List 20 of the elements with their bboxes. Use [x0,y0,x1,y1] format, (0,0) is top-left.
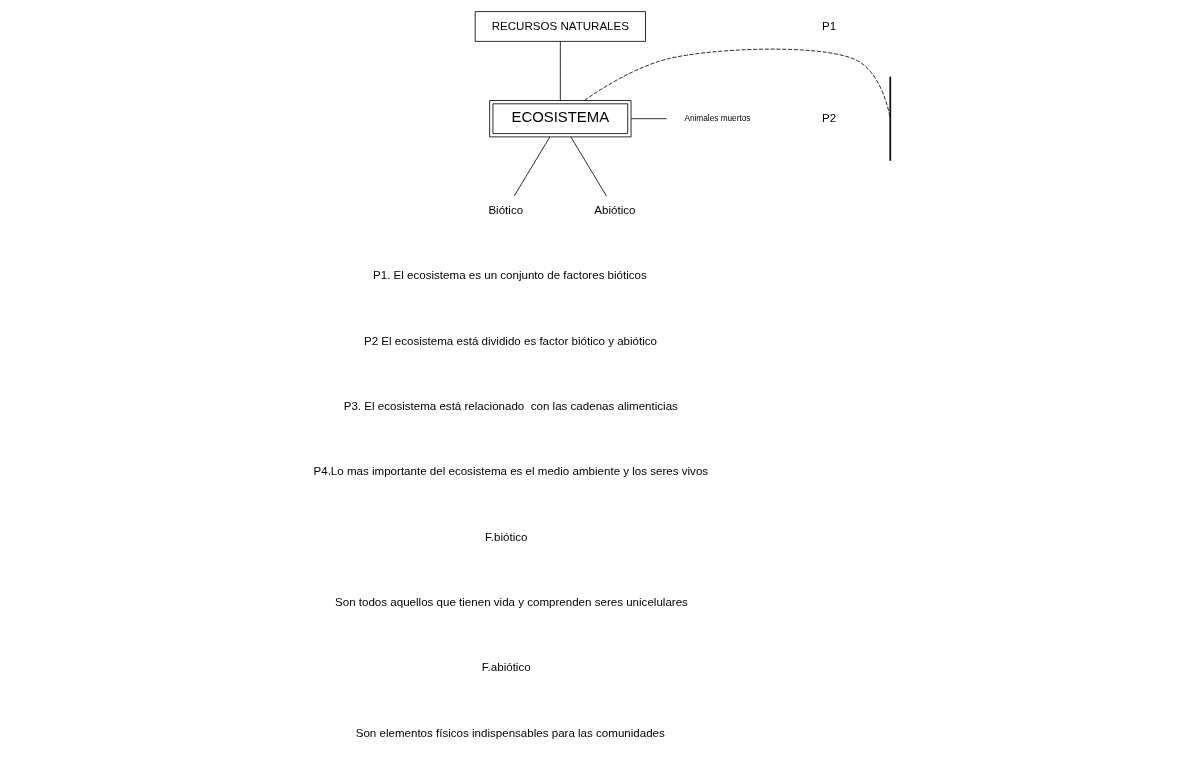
label: Son elementos físicos indispensables para las comunidades [355,726,665,739]
connector [630,118,667,120]
label: P1. El ecosistema es un conjunto de factores bióticos [372,269,647,282]
label: P4.Lo mas importante del ecosistema es el medio ambiente y los seres vivos [313,465,708,478]
label: F.biótico [484,530,528,543]
label: F.abiótico [481,661,531,674]
connector [569,136,607,197]
connector [513,136,550,197]
connector [583,48,890,117]
node-text: Biótico [487,203,523,216]
node-bar [888,76,891,161]
label: P2 [821,111,836,124]
node-box: RECURSOS NATURALES [474,11,646,42]
label: P3. El ecosistema está relacionado con las cadenas alimenticias [343,399,678,412]
connector [559,41,561,101]
label: P2 El ecosistema está dividido es factor biótico y abiótico [363,334,657,347]
node-text: Abiótico [593,203,635,216]
node-text: Animales muertos [683,113,750,123]
label: P1 [821,19,836,32]
label: Son todos aquellos que tienen vida y comprenden seres unicelulares [334,595,688,608]
